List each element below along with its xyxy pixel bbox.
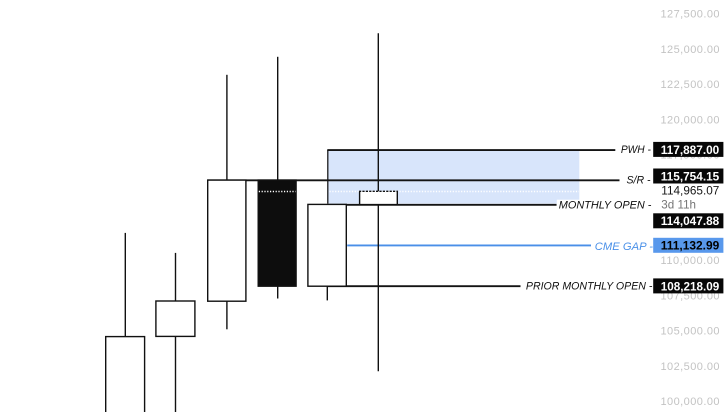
svg-text:107,500.00: 107,500.00 xyxy=(661,291,720,303)
svg-text:CME GAP -: CME GAP - xyxy=(595,241,654,253)
svg-text:114,965.07: 114,965.07 xyxy=(661,183,719,197)
svg-text:108,218.09: 108,218.09 xyxy=(661,279,720,293)
svg-text:122,500.00: 122,500.00 xyxy=(661,79,720,91)
svg-text:110,000.00: 110,000.00 xyxy=(661,255,720,267)
svg-text:102,500.00: 102,500.00 xyxy=(661,361,720,373)
svg-text:PWH -: PWH - xyxy=(621,144,651,156)
svg-text:S/R -: S/R - xyxy=(627,175,651,187)
svg-text:120,000.00: 120,000.00 xyxy=(661,115,720,127)
svg-text:115,754.15: 115,754.15 xyxy=(661,169,720,183)
svg-text:114,047.88: 114,047.88 xyxy=(661,214,720,228)
svg-text:100,000.00: 100,000.00 xyxy=(661,396,720,408)
svg-text:117,887.00: 117,887.00 xyxy=(661,143,720,157)
svg-text:105,000.00: 105,000.00 xyxy=(661,325,720,337)
svg-text:111,132.99: 111,132.99 xyxy=(661,239,720,253)
svg-text:MONTHLY OPEN -: MONTHLY OPEN - xyxy=(559,199,652,211)
svg-text:3d 11h: 3d 11h xyxy=(661,197,696,211)
svg-text:PRIOR MONTHLY OPEN -: PRIOR MONTHLY OPEN - xyxy=(526,280,653,292)
svg-text:127,500.00: 127,500.00 xyxy=(661,8,720,20)
svg-text:125,000.00: 125,000.00 xyxy=(661,44,720,56)
